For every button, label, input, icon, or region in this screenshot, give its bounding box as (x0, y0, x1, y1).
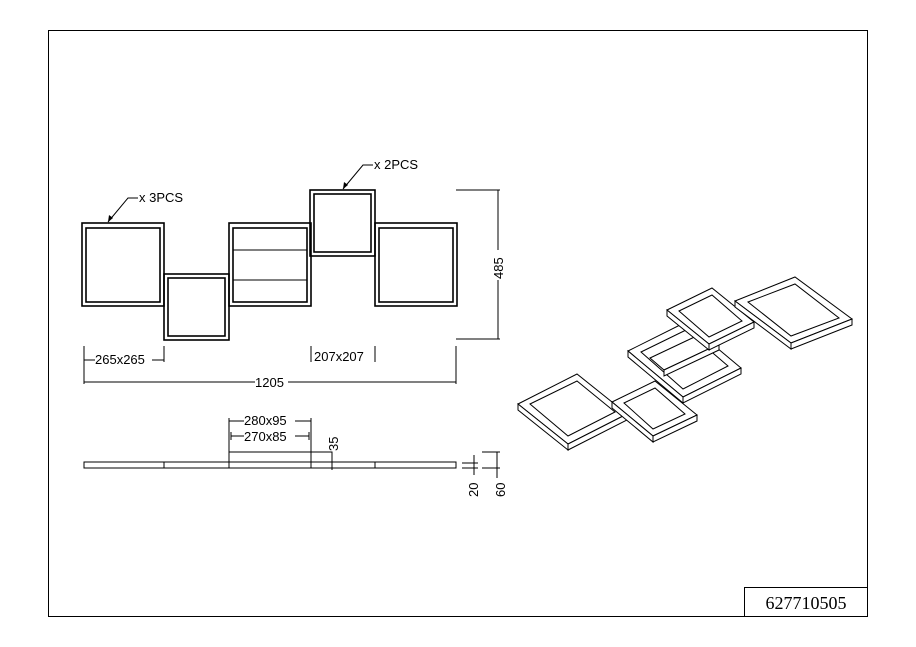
large-square-panel-center (228, 222, 312, 307)
part-code-box: 627710505 (744, 587, 868, 617)
iso-large-square-center (627, 321, 742, 405)
side-canopy-profile (228, 451, 312, 469)
note-3pcs: x 3PCS (139, 190, 183, 205)
side-view: 280x95 270x85 35 20 60 (83, 413, 508, 497)
leader-3pcs (107, 197, 138, 223)
dim-canopy-inner: 270x85 (244, 429, 287, 444)
iso-large-square-left (517, 373, 628, 452)
iso-small-square-lower (611, 380, 698, 444)
iso-large-square-right (733, 276, 854, 350)
dim-frame-thickness: 20 (466, 483, 481, 497)
leader-2pcs (342, 164, 373, 190)
iso-small-square-upper (666, 287, 755, 352)
isometric-view (517, 276, 854, 452)
top-view: x 3PCS x 2PCS 265x265 207x207 1205 485 (81, 157, 506, 390)
small-square-panel-right (309, 189, 376, 257)
part-code: 627710505 (766, 593, 847, 613)
dim-small-square: 207x207 (314, 349, 364, 364)
drawing-border (48, 30, 868, 617)
dim-canopy-outer: 280x95 (244, 413, 287, 428)
large-square-panel-right (374, 222, 458, 307)
dim-total-depth: 485 (491, 257, 506, 279)
large-square-panel-left (81, 222, 165, 307)
side-frame-profile (83, 461, 457, 469)
dim-total-width: 1205 (255, 375, 284, 390)
note-2pcs: x 2PCS (374, 157, 418, 172)
dim-large-square: 265x265 (95, 352, 145, 367)
small-square-panel-left (163, 273, 230, 341)
dim-canopy-height: 35 (326, 437, 341, 451)
dim-total-height: 60 (493, 483, 508, 497)
